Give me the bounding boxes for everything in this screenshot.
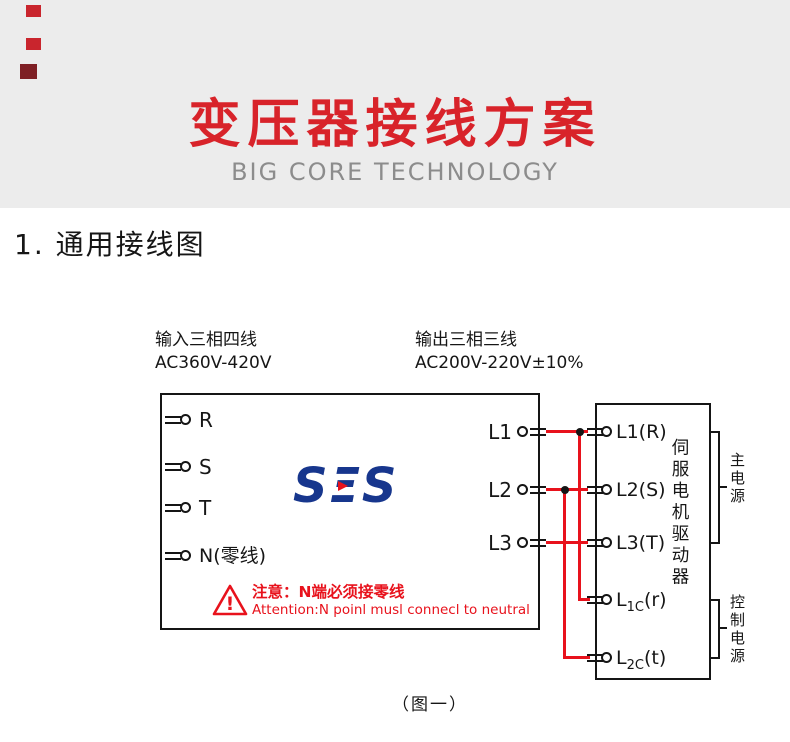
wire-l1c bbox=[578, 598, 590, 601]
terminal-pin-icon bbox=[587, 486, 603, 494]
terminal-pin-icon bbox=[587, 654, 603, 662]
servo-terminal-label: L3(T) bbox=[616, 532, 666, 554]
bracket-line bbox=[711, 431, 720, 433]
output-spec-line1: 输出三相三线 bbox=[415, 330, 517, 350]
terminal-pin-icon bbox=[165, 416, 181, 424]
wire-l3 bbox=[546, 541, 588, 544]
bracket-line bbox=[711, 657, 720, 659]
wire-l1c-drop bbox=[578, 430, 581, 601]
input-terminal-label: N(零线) bbox=[199, 545, 267, 567]
wire-l1 bbox=[546, 430, 588, 433]
output-terminal-label: L1 bbox=[488, 420, 512, 444]
servo-terminal-label: L1(R) bbox=[616, 421, 667, 443]
terminal-circle-icon bbox=[180, 414, 191, 425]
svg-text:!: ! bbox=[226, 593, 235, 615]
input-terminal-label: R bbox=[199, 408, 213, 432]
terminal-pin-icon bbox=[530, 428, 546, 436]
terminal-circle-icon bbox=[517, 537, 528, 548]
wire-l2c-drop bbox=[563, 488, 566, 659]
terminal-pin-icon bbox=[165, 552, 181, 560]
transformer-box bbox=[160, 393, 540, 630]
bracket-line bbox=[720, 627, 727, 629]
terminal-pin-icon bbox=[587, 539, 603, 547]
junction-dot bbox=[576, 428, 584, 436]
input-spec-line1: 输入三相四线 bbox=[155, 330, 257, 350]
wire-l2c bbox=[563, 656, 590, 659]
servo-drive-box bbox=[595, 403, 711, 680]
terminal-circle-icon bbox=[601, 652, 612, 663]
decoration-mark bbox=[20, 64, 37, 79]
servo-terminal-label: L2(S) bbox=[616, 479, 666, 501]
terminal-pin-icon bbox=[530, 486, 546, 494]
warning-text-cn: 注意：N端必须接零线 bbox=[252, 583, 405, 601]
terminal-circle-icon bbox=[601, 484, 612, 495]
output-terminal-label: L3 bbox=[488, 531, 512, 555]
bracket-line bbox=[711, 542, 720, 544]
warning-triangle-icon: ! bbox=[212, 584, 248, 616]
page-title: 变压器接线方案 bbox=[188, 95, 602, 155]
terminal-circle-icon bbox=[180, 502, 191, 513]
terminal-circle-icon bbox=[517, 426, 528, 437]
control-power-label: 控制电源 bbox=[728, 594, 746, 666]
input-terminal-label: S bbox=[199, 455, 212, 479]
page-subtitle: BIG CORE TECHNOLOGY bbox=[231, 158, 559, 186]
bracket-line bbox=[711, 599, 720, 601]
figure-caption: （图一） bbox=[392, 695, 468, 715]
brand-logo-accent-icon bbox=[338, 481, 348, 491]
output-terminal-label: L2 bbox=[488, 478, 512, 502]
input-terminal-label: T bbox=[199, 496, 212, 520]
output-spec-label: 输出三相三线 AC200V-220V±10% bbox=[415, 329, 584, 375]
terminal-circle-icon bbox=[601, 426, 612, 437]
terminal-circle-icon bbox=[601, 537, 612, 548]
bracket-line bbox=[720, 486, 727, 488]
terminal-circle-icon bbox=[601, 594, 612, 605]
decoration-mark bbox=[26, 38, 41, 50]
input-spec-line2: AC360V-420V bbox=[155, 353, 272, 373]
terminal-pin-icon bbox=[165, 504, 181, 512]
main-power-label: 主电源 bbox=[728, 452, 746, 506]
terminal-pin-icon bbox=[587, 596, 603, 604]
output-spec-line2: AC200V-220V±10% bbox=[415, 353, 584, 373]
servo-terminal-label: L1C(r) bbox=[616, 589, 667, 615]
warning-text-en: Attention:N poinl musl connecl to neutra… bbox=[252, 602, 530, 618]
servo-terminal-label: L2C(t) bbox=[616, 647, 667, 673]
terminal-circle-icon bbox=[180, 461, 191, 472]
bracket-line bbox=[718, 431, 720, 544]
junction-dot bbox=[561, 486, 569, 494]
terminal-circle-icon bbox=[517, 484, 528, 495]
header-band: 变压器接线方案 BIG CORE TECHNOLOGY bbox=[0, 0, 790, 208]
terminal-pin-icon bbox=[587, 428, 603, 436]
decoration-mark bbox=[26, 5, 41, 17]
terminal-circle-icon bbox=[180, 550, 191, 561]
terminal-pin-icon bbox=[165, 463, 181, 471]
terminal-pin-icon bbox=[530, 539, 546, 547]
servo-drive-vertical-label: 伺服电机驱动器 bbox=[669, 438, 689, 589]
input-spec-label: 输入三相四线 AC360V-420V bbox=[155, 329, 272, 375]
section-title: 1. 通用接线图 bbox=[14, 228, 206, 261]
bracket-line bbox=[718, 599, 720, 659]
